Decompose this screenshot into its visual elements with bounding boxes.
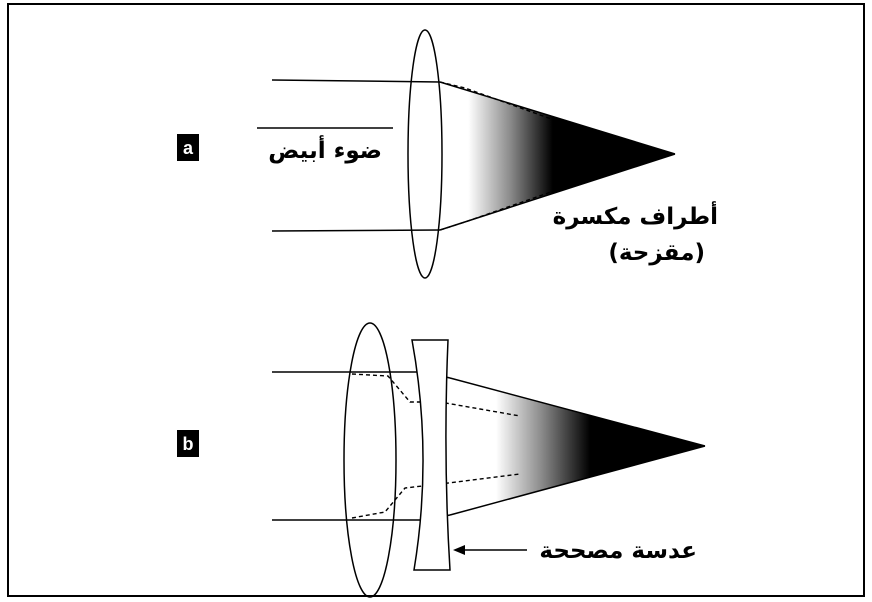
panel-a-incoming-ray-upper (271, 79, 441, 83)
panel-a-dashed-ray-lower (439, 153, 661, 231)
panel-b-corrector-lens (411, 339, 451, 571)
corrector-arrow-head (453, 545, 465, 555)
panel-b-light-cone (450, 378, 705, 515)
panel-b-convex-lens (343, 322, 397, 598)
panel-a: a ضوء أبيض أطراف مكسرة (مقزحة) (177, 29, 718, 279)
fringe-label-line2: (مقزحة) (608, 240, 705, 266)
panel-a-incoming-ray-lower (271, 229, 441, 232)
panel-b-dashed-ray-upper (351, 373, 521, 417)
panel-a-cone-lower-edge (439, 153, 676, 231)
panel-a-badge (177, 134, 199, 161)
panel-a-dashed-ray-upper (439, 81, 661, 159)
panel-a-cone-upper-edge (439, 81, 676, 155)
panel-b-badge-text: b (183, 434, 194, 454)
panel-b-dashed-ray-lower (351, 473, 521, 519)
panel-a-badge-text: a (183, 138, 194, 158)
white-light-label: ضوء أبيض (268, 134, 382, 164)
panel-b-cone-upper-edge (449, 377, 706, 447)
fringe-label-line1: أطراف مكسرة (553, 200, 718, 230)
panel-b-cone-lower-edge (449, 445, 706, 516)
panel-b-badge (177, 430, 199, 457)
panel-a-light-cone (440, 82, 675, 230)
panel-b: b عدسة مصححة (177, 322, 706, 598)
corrector-lens-label: عدسة مصححة (539, 538, 697, 564)
panel-a-convex-lens (407, 29, 443, 279)
